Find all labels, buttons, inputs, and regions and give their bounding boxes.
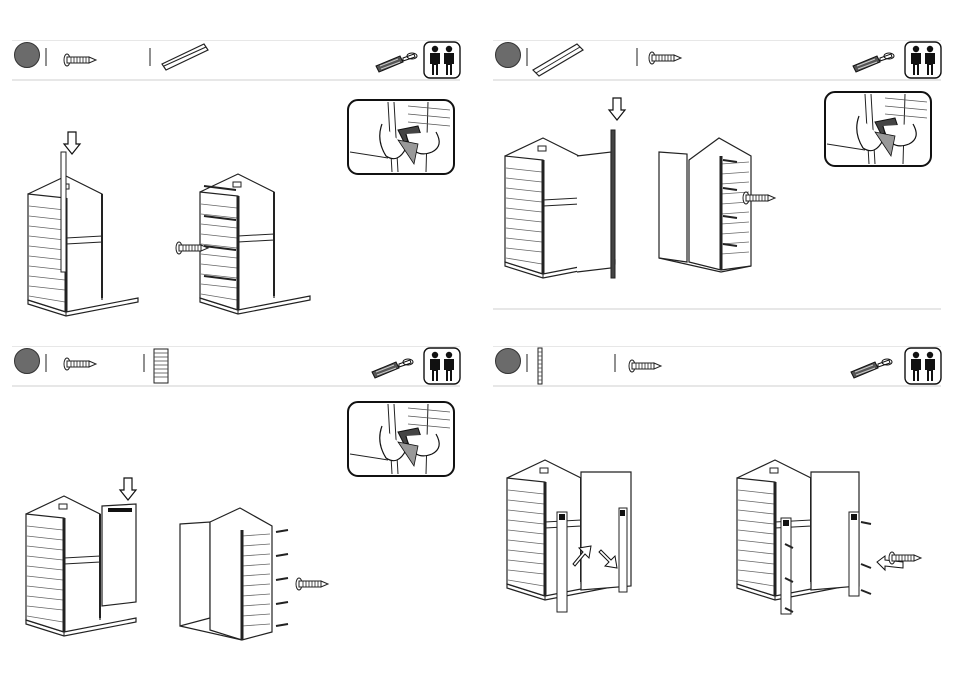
step-3-illustration	[12, 346, 464, 646]
shed-assembly-rear	[659, 138, 751, 272]
step-number-badge	[495, 348, 521, 374]
screwdriver-icon	[851, 359, 892, 378]
step-4-illustration	[493, 346, 945, 646]
arrow-down-icon	[120, 478, 136, 500]
shed-left-assembly	[507, 460, 631, 612]
channel-bar-icon	[162, 44, 208, 70]
screwdriver-icon	[853, 53, 894, 72]
channel-bar-icon	[533, 44, 583, 76]
drill-closeup-icon	[348, 100, 454, 174]
arrow-down-icon	[609, 98, 625, 120]
drill-closeup-icon	[825, 92, 931, 166]
screwdriver-icon	[372, 359, 413, 378]
drill-closeup-icon	[348, 402, 454, 476]
screwdriver-icon	[376, 53, 417, 72]
two-persons-icon	[424, 348, 460, 384]
step-number-badge	[14, 348, 40, 374]
step-3-panel	[12, 346, 464, 646]
screw-icon	[629, 360, 661, 372]
two-persons-icon	[905, 42, 941, 78]
shed-left-assembly	[28, 152, 138, 316]
step-number-badge	[495, 42, 521, 68]
shed-right-assembly	[180, 508, 288, 640]
screw-icon	[649, 52, 681, 64]
two-persons-icon	[424, 42, 460, 78]
two-persons-icon	[905, 348, 941, 384]
screw-icon	[64, 54, 96, 66]
step-4-panel	[493, 346, 945, 646]
step-2-panel	[493, 40, 945, 340]
shed-right-assembly	[737, 460, 871, 614]
screw-icon	[296, 578, 328, 590]
wall-panel-icon	[154, 349, 168, 383]
arrow-down-icon	[64, 132, 80, 154]
shed-right-assembly	[200, 174, 310, 314]
step-1-panel	[12, 40, 464, 340]
screw-icon	[889, 552, 921, 564]
step-1-illustration	[12, 40, 464, 340]
shed-assembly-with-side	[505, 138, 615, 278]
wall-panel	[102, 504, 136, 606]
narrow-strip-icon	[538, 348, 542, 384]
channel-bar	[611, 130, 615, 278]
step-number-badge	[14, 42, 40, 68]
step-2-illustration	[493, 40, 945, 310]
screw-icon	[64, 358, 96, 370]
screw-icon	[743, 192, 775, 204]
